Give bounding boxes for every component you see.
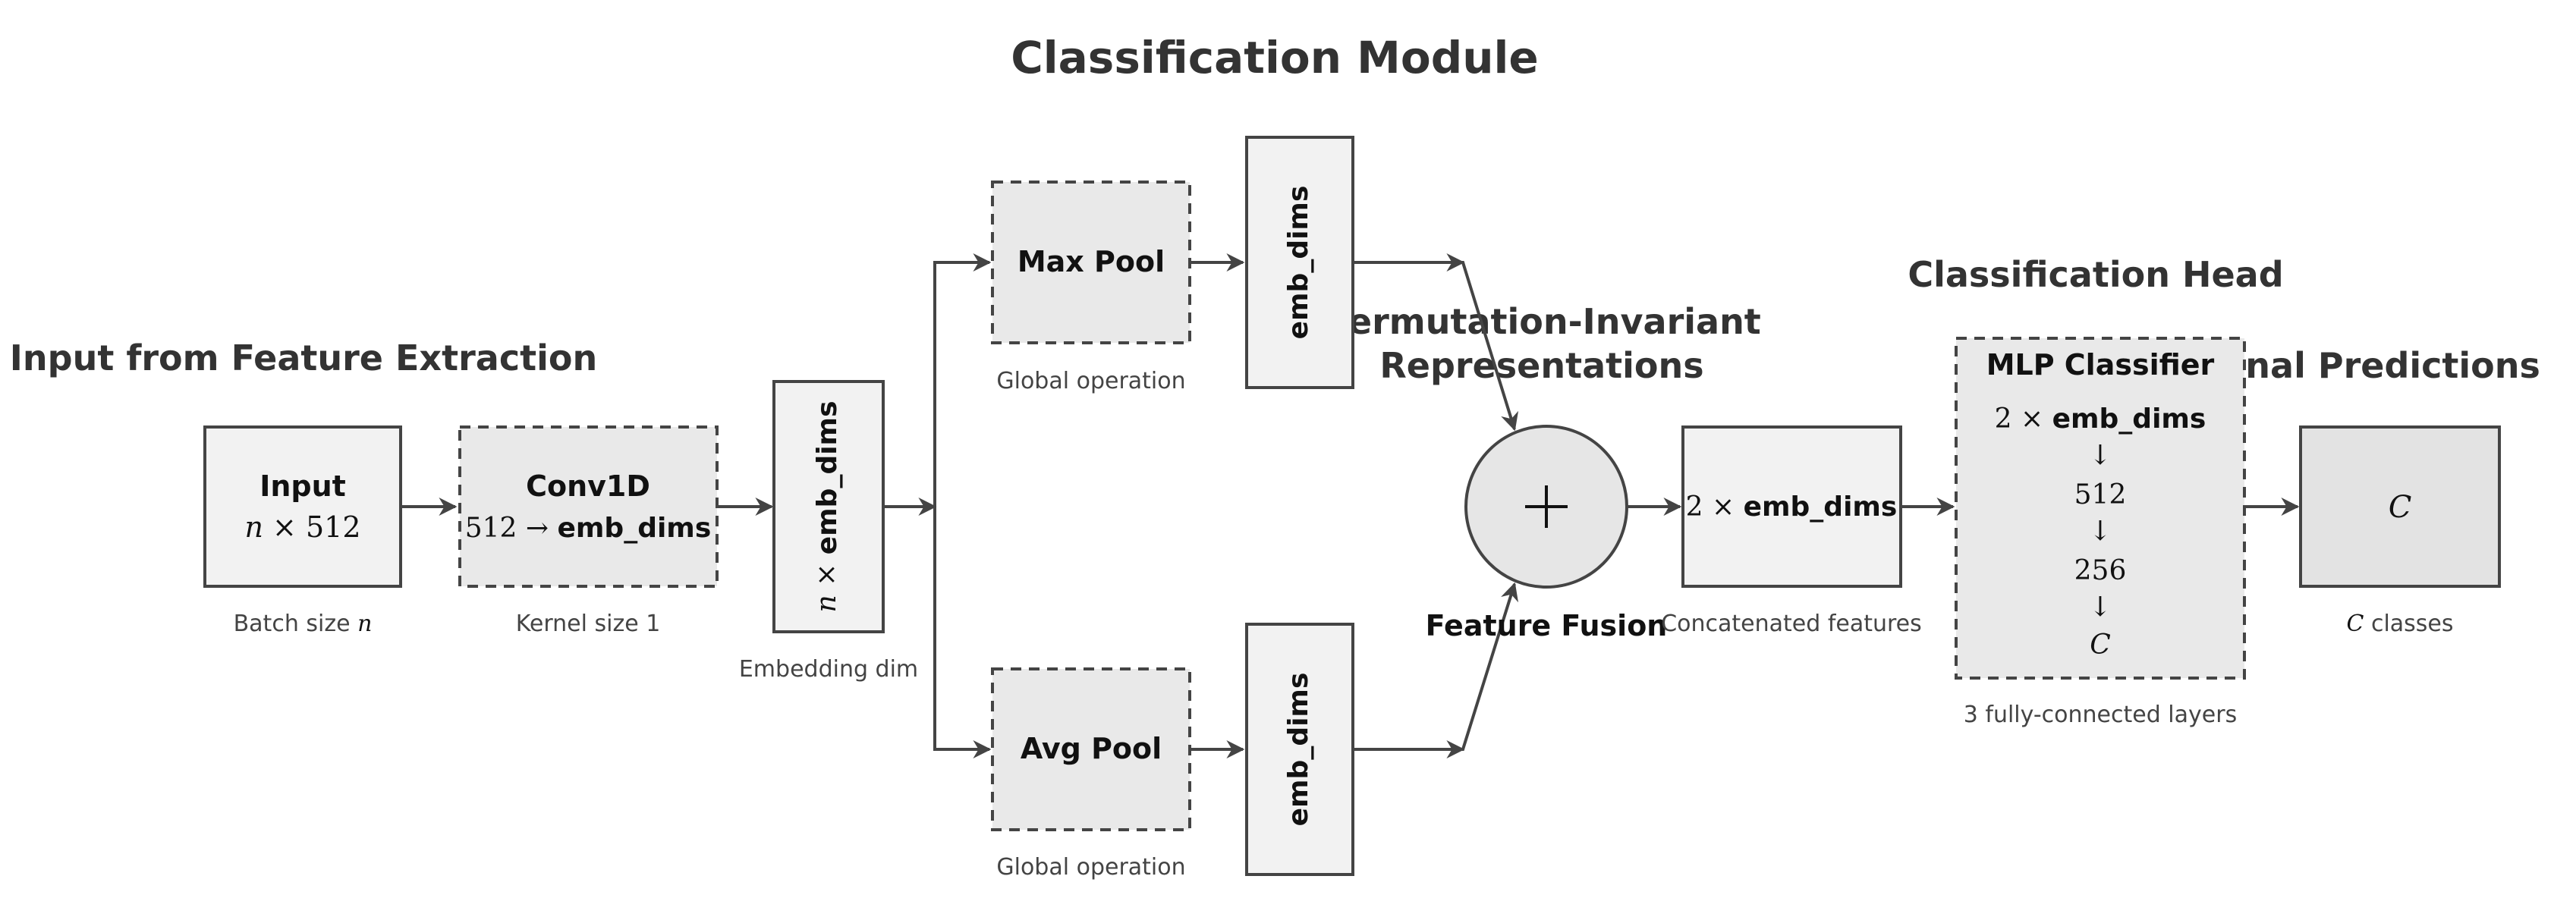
- diagram-title: Classification Module: [1011, 32, 1539, 83]
- output-caption-var: C: [2346, 611, 2364, 637]
- conv1d-dimension-bold: emb_dims: [558, 513, 712, 544]
- input-dimension-rest: × 512: [263, 510, 361, 544]
- max-pool-caption: Global operation: [996, 368, 1185, 394]
- head-section-title: Classification Head: [1908, 254, 2283, 295]
- avg-pool-label: Avg Pool: [1021, 732, 1162, 765]
- concat-caption: Concatenated features: [1661, 611, 1922, 637]
- mlp-caption: 3 fully-connected layers: [1964, 702, 2237, 728]
- mlp-arrow2: ↓: [2089, 516, 2112, 547]
- conv1d-box: [458, 425, 719, 588]
- conv1d-dimension: 512 → emb_dims: [465, 513, 712, 544]
- output-label: C: [2389, 490, 2412, 525]
- embedding-var: n: [811, 595, 842, 612]
- avg-output-label: emb_dims: [1283, 673, 1314, 827]
- input-label: Input: [259, 469, 346, 503]
- embedding-bold: emb_dims: [812, 401, 843, 555]
- predictions-section-title: Final Predictions: [2210, 345, 2540, 386]
- mlp-row1-math: 2 ×: [1995, 403, 2052, 435]
- max-output-node: emb_dims: [1245, 136, 1354, 389]
- concat-bold: emb_dims: [1744, 491, 1898, 523]
- max-output-label: emb_dims: [1283, 186, 1314, 340]
- fusion-label: Feature Fusion: [1426, 609, 1668, 642]
- input-dimension: n × 512: [244, 510, 360, 544]
- max-pool-box: [991, 181, 1191, 344]
- embedding-box: [772, 380, 885, 633]
- edge-split-maxpool: [933, 253, 992, 507]
- input-box: [203, 425, 402, 588]
- avg-output-box: [1245, 623, 1354, 876]
- avg-pool-node: Avg Pool Global operation: [991, 667, 1191, 881]
- mlp-row1-bold: emb_dims: [2052, 403, 2206, 435]
- conv1d-dimension-left: 512 →: [465, 513, 558, 544]
- output-caption: C classes: [2346, 611, 2453, 637]
- edges: [401, 253, 2300, 758]
- input-caption-text: Batch size: [234, 611, 357, 637]
- mlp-row3: 256: [2074, 555, 2127, 586]
- avg-output-node: emb_dims: [1245, 623, 1354, 876]
- input-section-title: Input from Feature Extraction: [10, 338, 597, 378]
- output-caption-text: classes: [2364, 611, 2453, 637]
- mlp-row1: 2 × emb_dims: [1995, 403, 2206, 435]
- mlp-row2: 512: [2074, 479, 2127, 510]
- mlp-row4: C: [2090, 630, 2111, 661]
- embedding-op: ×: [811, 554, 842, 595]
- embedding-caption: Embedding dim: [739, 656, 918, 683]
- concat-node: 2 × emb_dims Concatenated features: [1661, 425, 1922, 637]
- conv1d-label: Conv1D: [526, 469, 650, 503]
- conv1d-caption: Kernel size 1: [516, 611, 661, 637]
- mlp-label: MLP Classifier: [1986, 348, 2215, 382]
- avg-pool-box: [991, 667, 1191, 831]
- concat-box: [1681, 425, 1902, 588]
- embedding-label: n × emb_dims: [811, 401, 843, 613]
- mlp-node: MLP Classifier 2 × emb_dims ↓ 512 ↓ 256 …: [1955, 337, 2246, 728]
- output-node: C C classes: [2299, 425, 2501, 637]
- input-caption: Batch size n: [234, 611, 373, 637]
- max-pool-node: Max Pool Global operation: [991, 181, 1191, 394]
- input-caption-var: n: [357, 611, 372, 637]
- concat-label: 2 × emb_dims: [1686, 491, 1898, 523]
- fusion-node: Feature Fusion: [1426, 425, 1668, 642]
- output-box: [2299, 425, 2501, 588]
- edge-split-avgpool: [933, 507, 992, 758]
- conv1d-node: Conv1D 512 → emb_dims Kernel size 1: [458, 425, 719, 637]
- representations-title-line1: Permutation-Invariant: [1323, 301, 1761, 342]
- input-dimension-var: n: [244, 510, 263, 544]
- avg-pool-caption: Global operation: [996, 854, 1185, 881]
- mlp-arrow1: ↓: [2089, 440, 2112, 471]
- input-node: Input n × 512 Batch size n: [203, 425, 402, 637]
- concat-math: 2 ×: [1686, 491, 1744, 523]
- mlp-box: [1955, 337, 2246, 680]
- max-pool-label: Max Pool: [1018, 245, 1165, 278]
- mlp-arrow3: ↓: [2089, 592, 2112, 623]
- max-output-box: [1245, 136, 1354, 389]
- embedding-node: n × emb_dims Embedding dim: [739, 380, 918, 683]
- representations-title-line2: Representations: [1379, 345, 1703, 386]
